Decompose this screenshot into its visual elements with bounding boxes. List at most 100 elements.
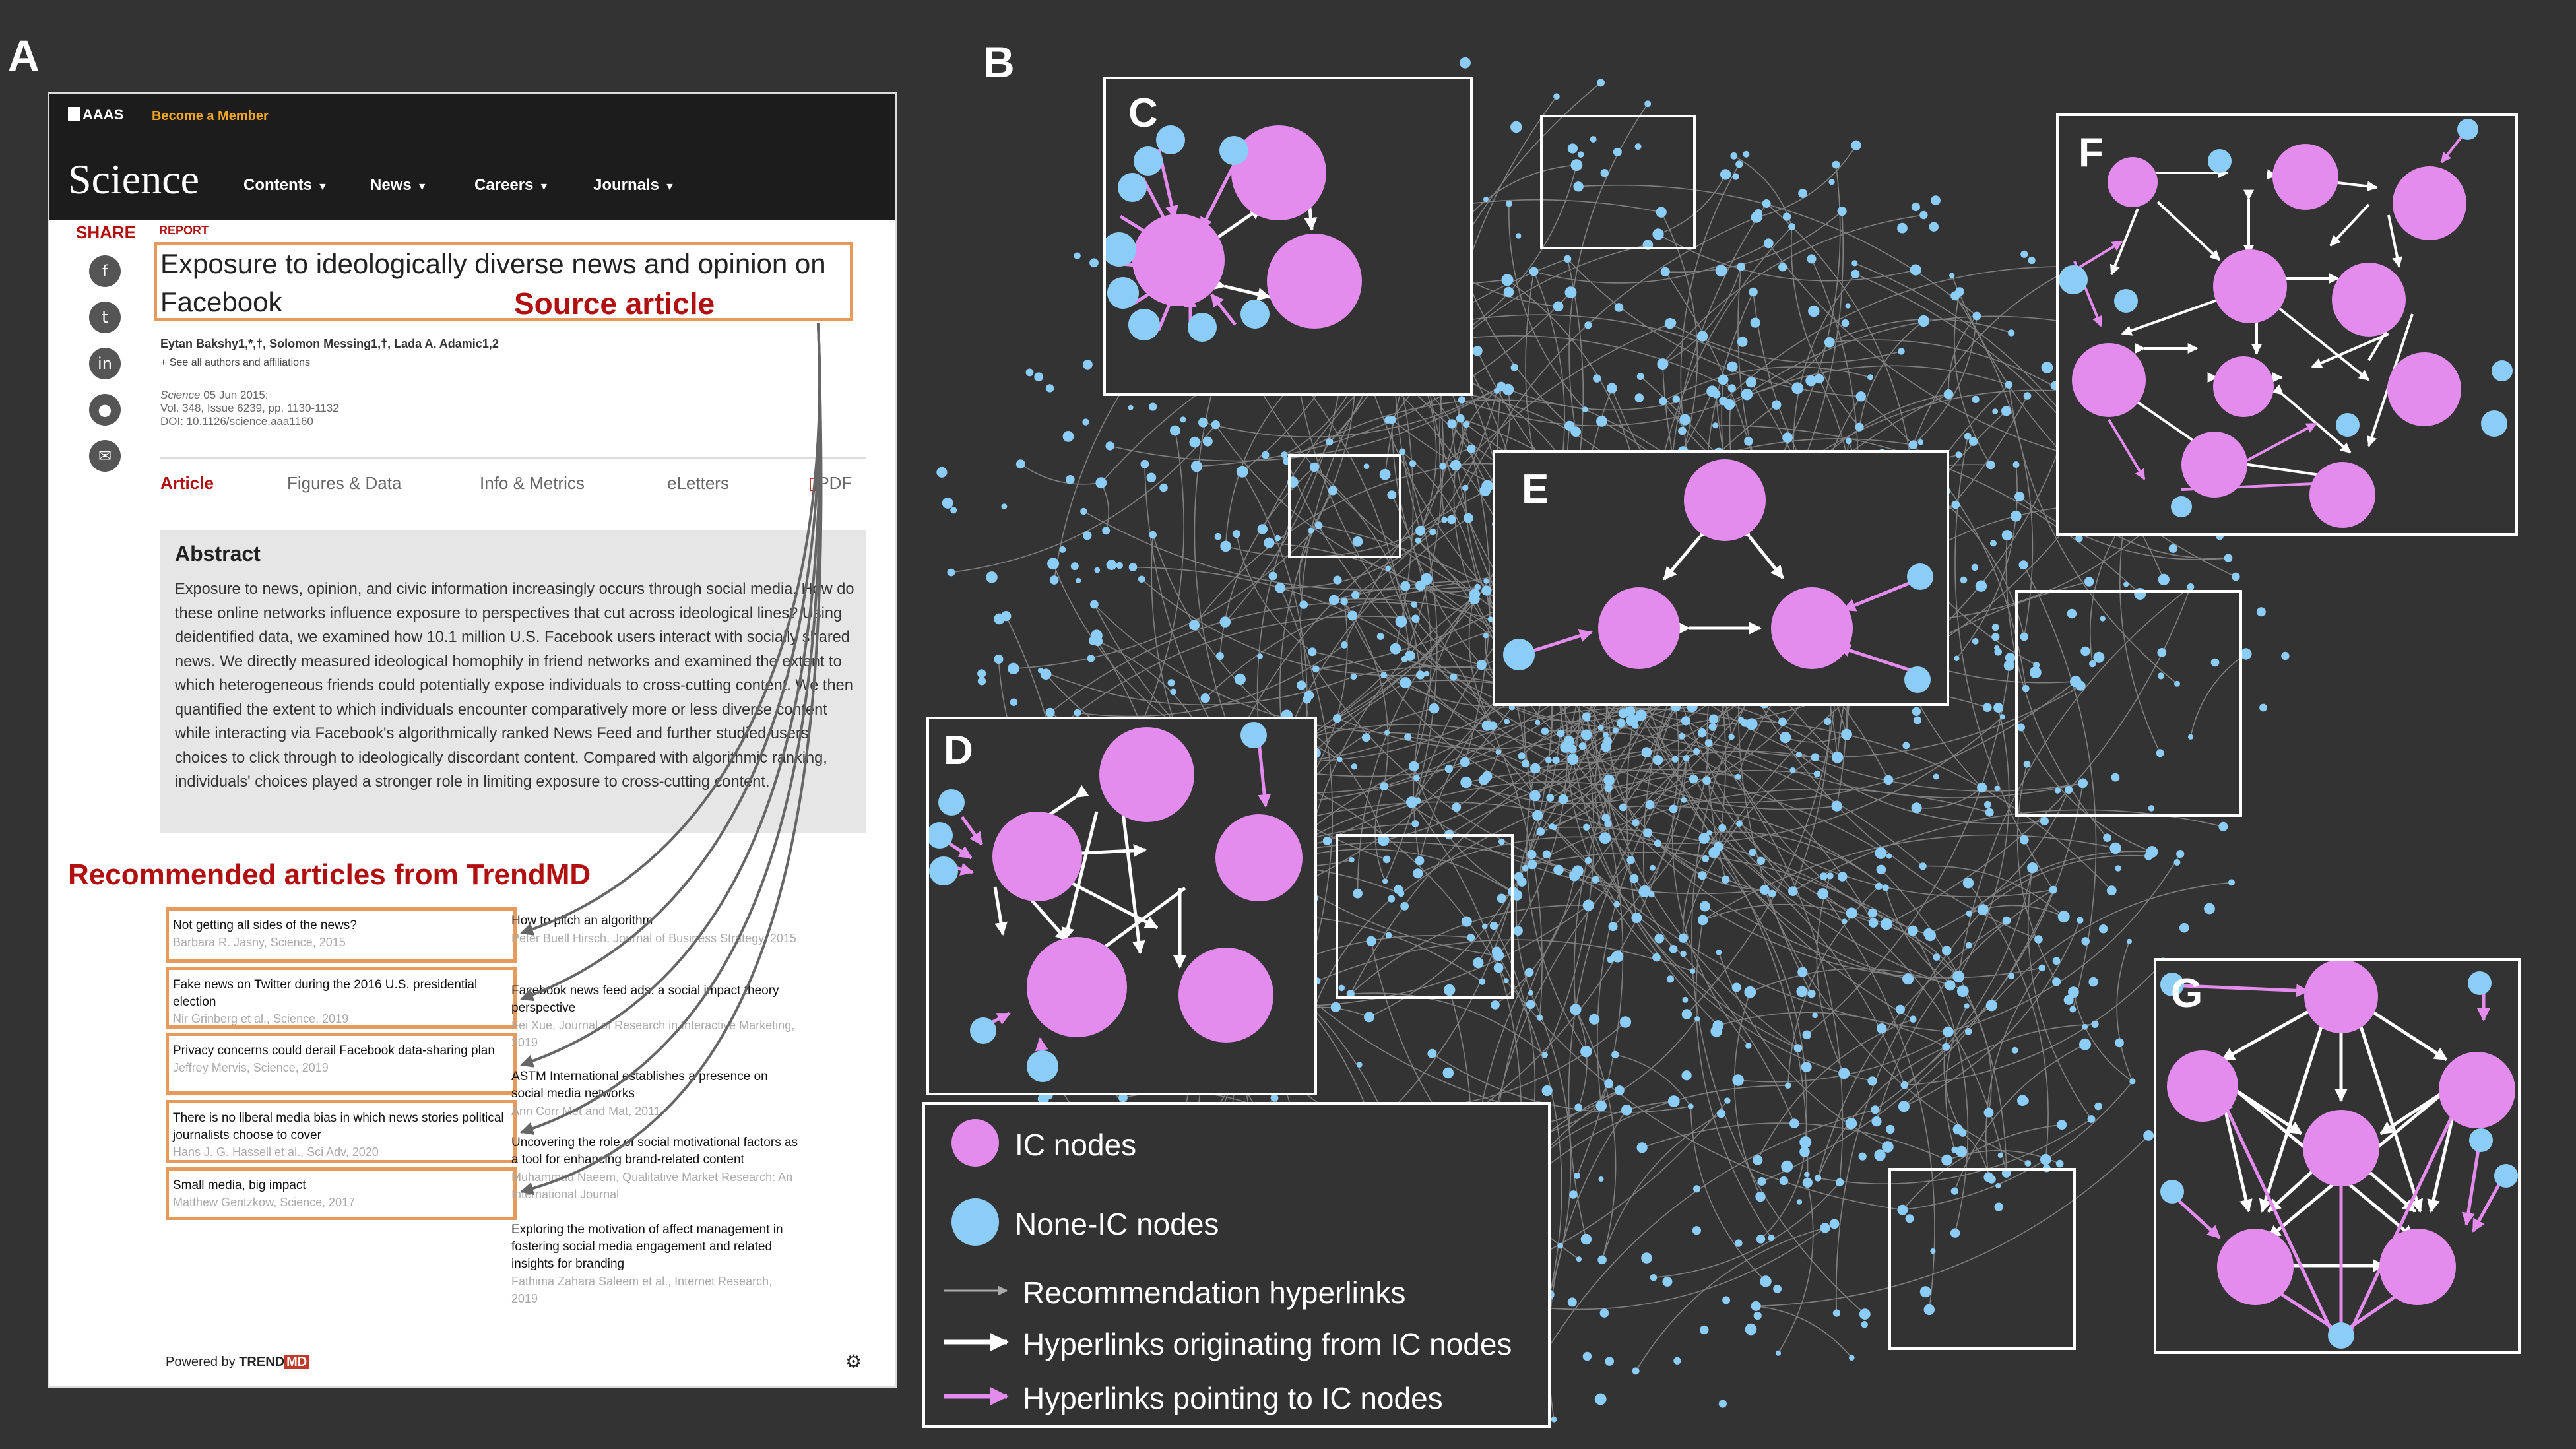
network-node [1933,953,1941,961]
network-node [2024,1160,2032,1167]
network-node [1400,901,1409,911]
network-node [1855,422,1864,432]
network-edge [1958,586,2191,977]
network-node [1483,633,1489,639]
recommended-right-item[interactable]: Facebook news feed ads: a social impact … [511,982,802,1051]
science-logo[interactable]: Science [68,156,199,203]
network-node [1749,287,1758,297]
reddit-icon[interactable]: ● [89,394,121,426]
tab-eletters[interactable]: eLetters [667,473,729,493]
network-node [1756,1235,1766,1244]
network-node [1074,252,1081,259]
authors[interactable]: Eytan Bakshy1,*,†, Solomon Messing1,†, L… [160,337,499,350]
network-node [1400,581,1411,591]
network-node [1473,957,1484,969]
share-label: SHARE [76,222,137,242]
recommended-left-item[interactable]: Not getting all sides of the news? Barba… [166,907,517,963]
facebook-icon[interactable]: f [89,255,121,287]
gear-icon[interactable]: ⚙ [845,1351,862,1372]
nav-contents[interactable]: Contents▼ [243,176,328,195]
tab-info-metrics[interactable]: Info & Metrics [480,473,585,493]
recommended-right-item[interactable]: ASTM International establishes a presenc… [511,1068,802,1120]
network-node [1722,875,1730,884]
network-node [1659,397,1667,406]
linkedin-icon[interactable]: in [89,348,121,379]
network-node [2008,329,2015,337]
network-node [1814,373,1824,384]
network-node [1629,874,1639,884]
network-node [1536,1014,1543,1021]
network-node [1297,680,1306,690]
network-edge [2190,653,2247,737]
network-edge [1203,385,1502,437]
twitter-icon[interactable]: t [89,302,121,333]
inset-label-g: G [2171,971,2203,1016]
network-node [1546,794,1555,802]
network-node [1427,1048,1437,1058]
network-edge [1876,889,2054,1122]
recommended-left-item[interactable]: Privacy concerns could derail Facebook d… [166,1033,517,1095]
network-node [2115,865,2121,872]
network-node [1991,624,1999,631]
network-node [1759,885,1770,895]
network-node [1037,1093,1049,1105]
network-node [1966,910,1972,917]
rec-meta: Barbara R. Jasny, Science, 2015 [173,936,346,949]
tab-figures-data[interactable]: Figures & Data [287,473,402,493]
nav-journals[interactable]: Journals▼ [593,176,675,195]
network-node [2079,1038,2091,1050]
recommended-right-item[interactable]: How to pitch an algorithm Peter Buell Hi… [511,913,802,947]
network-node [1722,1296,1731,1304]
network-node [1526,1000,1535,1010]
zoom-region-d [1336,834,1514,999]
rec-meta: Peter Buell Hirsch, Journal of Business … [511,932,796,945]
network-edge [1040,670,1354,706]
network-edge [1954,291,1991,465]
network-node [1832,1309,1840,1317]
network-edge [1991,882,2232,1006]
network-node [1456,414,1465,423]
network-edge [1549,723,1622,798]
network-node [1657,358,1669,370]
network-node [1352,536,1363,547]
network-edge [1685,757,1845,922]
network-node [1180,416,1186,423]
authors-affiliations-link[interactable]: + See all authors and affiliations [160,357,310,368]
recommended-right-item[interactable]: Uncovering the role of social motivation… [511,1134,802,1203]
network-node [1985,808,1994,817]
network-node [1667,1095,1680,1107]
nav-careers[interactable]: Careers▼ [474,176,549,195]
network-node [1954,655,1960,661]
network-node [1950,1187,1958,1195]
network-node [1775,1350,1782,1356]
network-edge [1286,399,1586,462]
recommended-right-item[interactable]: Exploring the motivation of affect manag… [511,1221,802,1307]
recommended-left-item[interactable]: Fake news on Twitter during the 2016 U.S… [166,967,517,1029]
network-node [1583,823,1590,831]
network-node [950,507,957,514]
abstract-title: Abstract [175,542,261,565]
network-node [1796,1199,1803,1205]
network-node [1557,1242,1563,1249]
network-node [2057,911,2070,923]
network-edge [1737,776,1931,936]
inset-d [926,717,1317,1095]
recommended-left-item[interactable]: Small media, big impact Matthew Gentzkow… [166,1167,517,1220]
recommended-left-item[interactable]: There is no liberal media bias in which … [166,1100,517,1163]
network-node [2106,886,2117,896]
network-node [1882,1141,1894,1153]
network-node [1382,878,1388,884]
network-edge [1423,314,1798,389]
aaas-logo[interactable]: AAAS [68,106,123,123]
email-icon[interactable]: ✉ [89,440,121,472]
nav-news[interactable]: News▼ [370,176,428,195]
network-node [1140,459,1149,468]
become-member-link[interactable]: Become a Member [152,109,269,123]
trendmd-logo-md: MD [284,1355,309,1369]
legend: IC nodes None-IC nodes Recommendation hy… [922,1102,1551,1428]
network-node [2228,879,2235,886]
network-node [1867,374,1874,381]
tab-article[interactable]: Article [160,473,214,493]
network-edge [1355,391,1498,596]
network-node [1956,985,1969,998]
